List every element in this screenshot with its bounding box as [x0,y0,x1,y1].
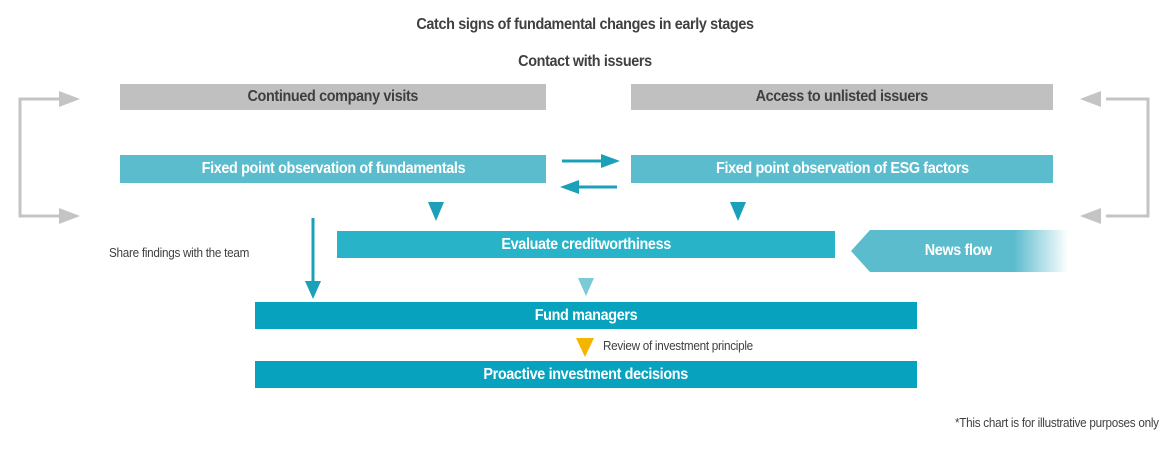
fundamentals-box: Fixed point observation of fundamentals [120,155,546,183]
left-loop-arrow [18,97,62,218]
review-arrow [576,338,594,357]
fund-managers-box: Fund managers [255,302,917,329]
down-arrow-esg [730,202,746,221]
fundamentals-label: Fixed point observation of fundamentals [201,160,465,177]
left-loop-arrowhead-bottom [59,208,80,224]
share-findings-arrow-head [305,281,321,299]
arrow-left-head [560,180,579,194]
review-principle-label: Review of investment principle [603,338,753,353]
down-arrow-fundamentals [428,202,444,221]
diagram-subtitle: Contact with issuers [518,53,652,70]
arrow-right-head [601,154,620,168]
right-loop-arrowhead-top [1080,91,1101,107]
fund-managers-label: Fund managers [534,306,638,324]
diagram-title: Catch signs of fundamental changes in ea… [416,16,754,33]
right-loop-arrow [1106,97,1150,218]
right-loop-arrowhead-bottom [1080,208,1101,224]
investment-decisions-label: Proactive investment decisions [483,365,689,383]
footnote: *This chart is for illustrative purposes… [955,415,1159,430]
esg-factors-box: Fixed point observation of ESG factors [631,155,1053,183]
company-visits-label: Continued company visits [247,88,419,105]
creditworthiness-box: Evaluate creditworthiness [337,231,835,258]
esg-factors-label: Fixed point observation of ESG factors [715,160,969,177]
down-arrow-creditworthiness [578,278,594,296]
share-findings-label: Share findings with the team [109,245,250,260]
left-loop-arrowhead-top [59,91,80,107]
unlisted-issuers-box: Access to unlisted issuers [631,84,1053,110]
creditworthiness-label: Evaluate creditworthiness [501,235,671,253]
company-visits-box: Continued company visits [120,84,546,110]
news-flow-label-wrap: News flow [900,230,1016,272]
unlisted-issuers-label: Access to unlisted issuers [755,88,929,105]
news-flow-label: News flow [924,242,992,259]
investment-decisions-box: Proactive investment decisions [255,361,917,388]
